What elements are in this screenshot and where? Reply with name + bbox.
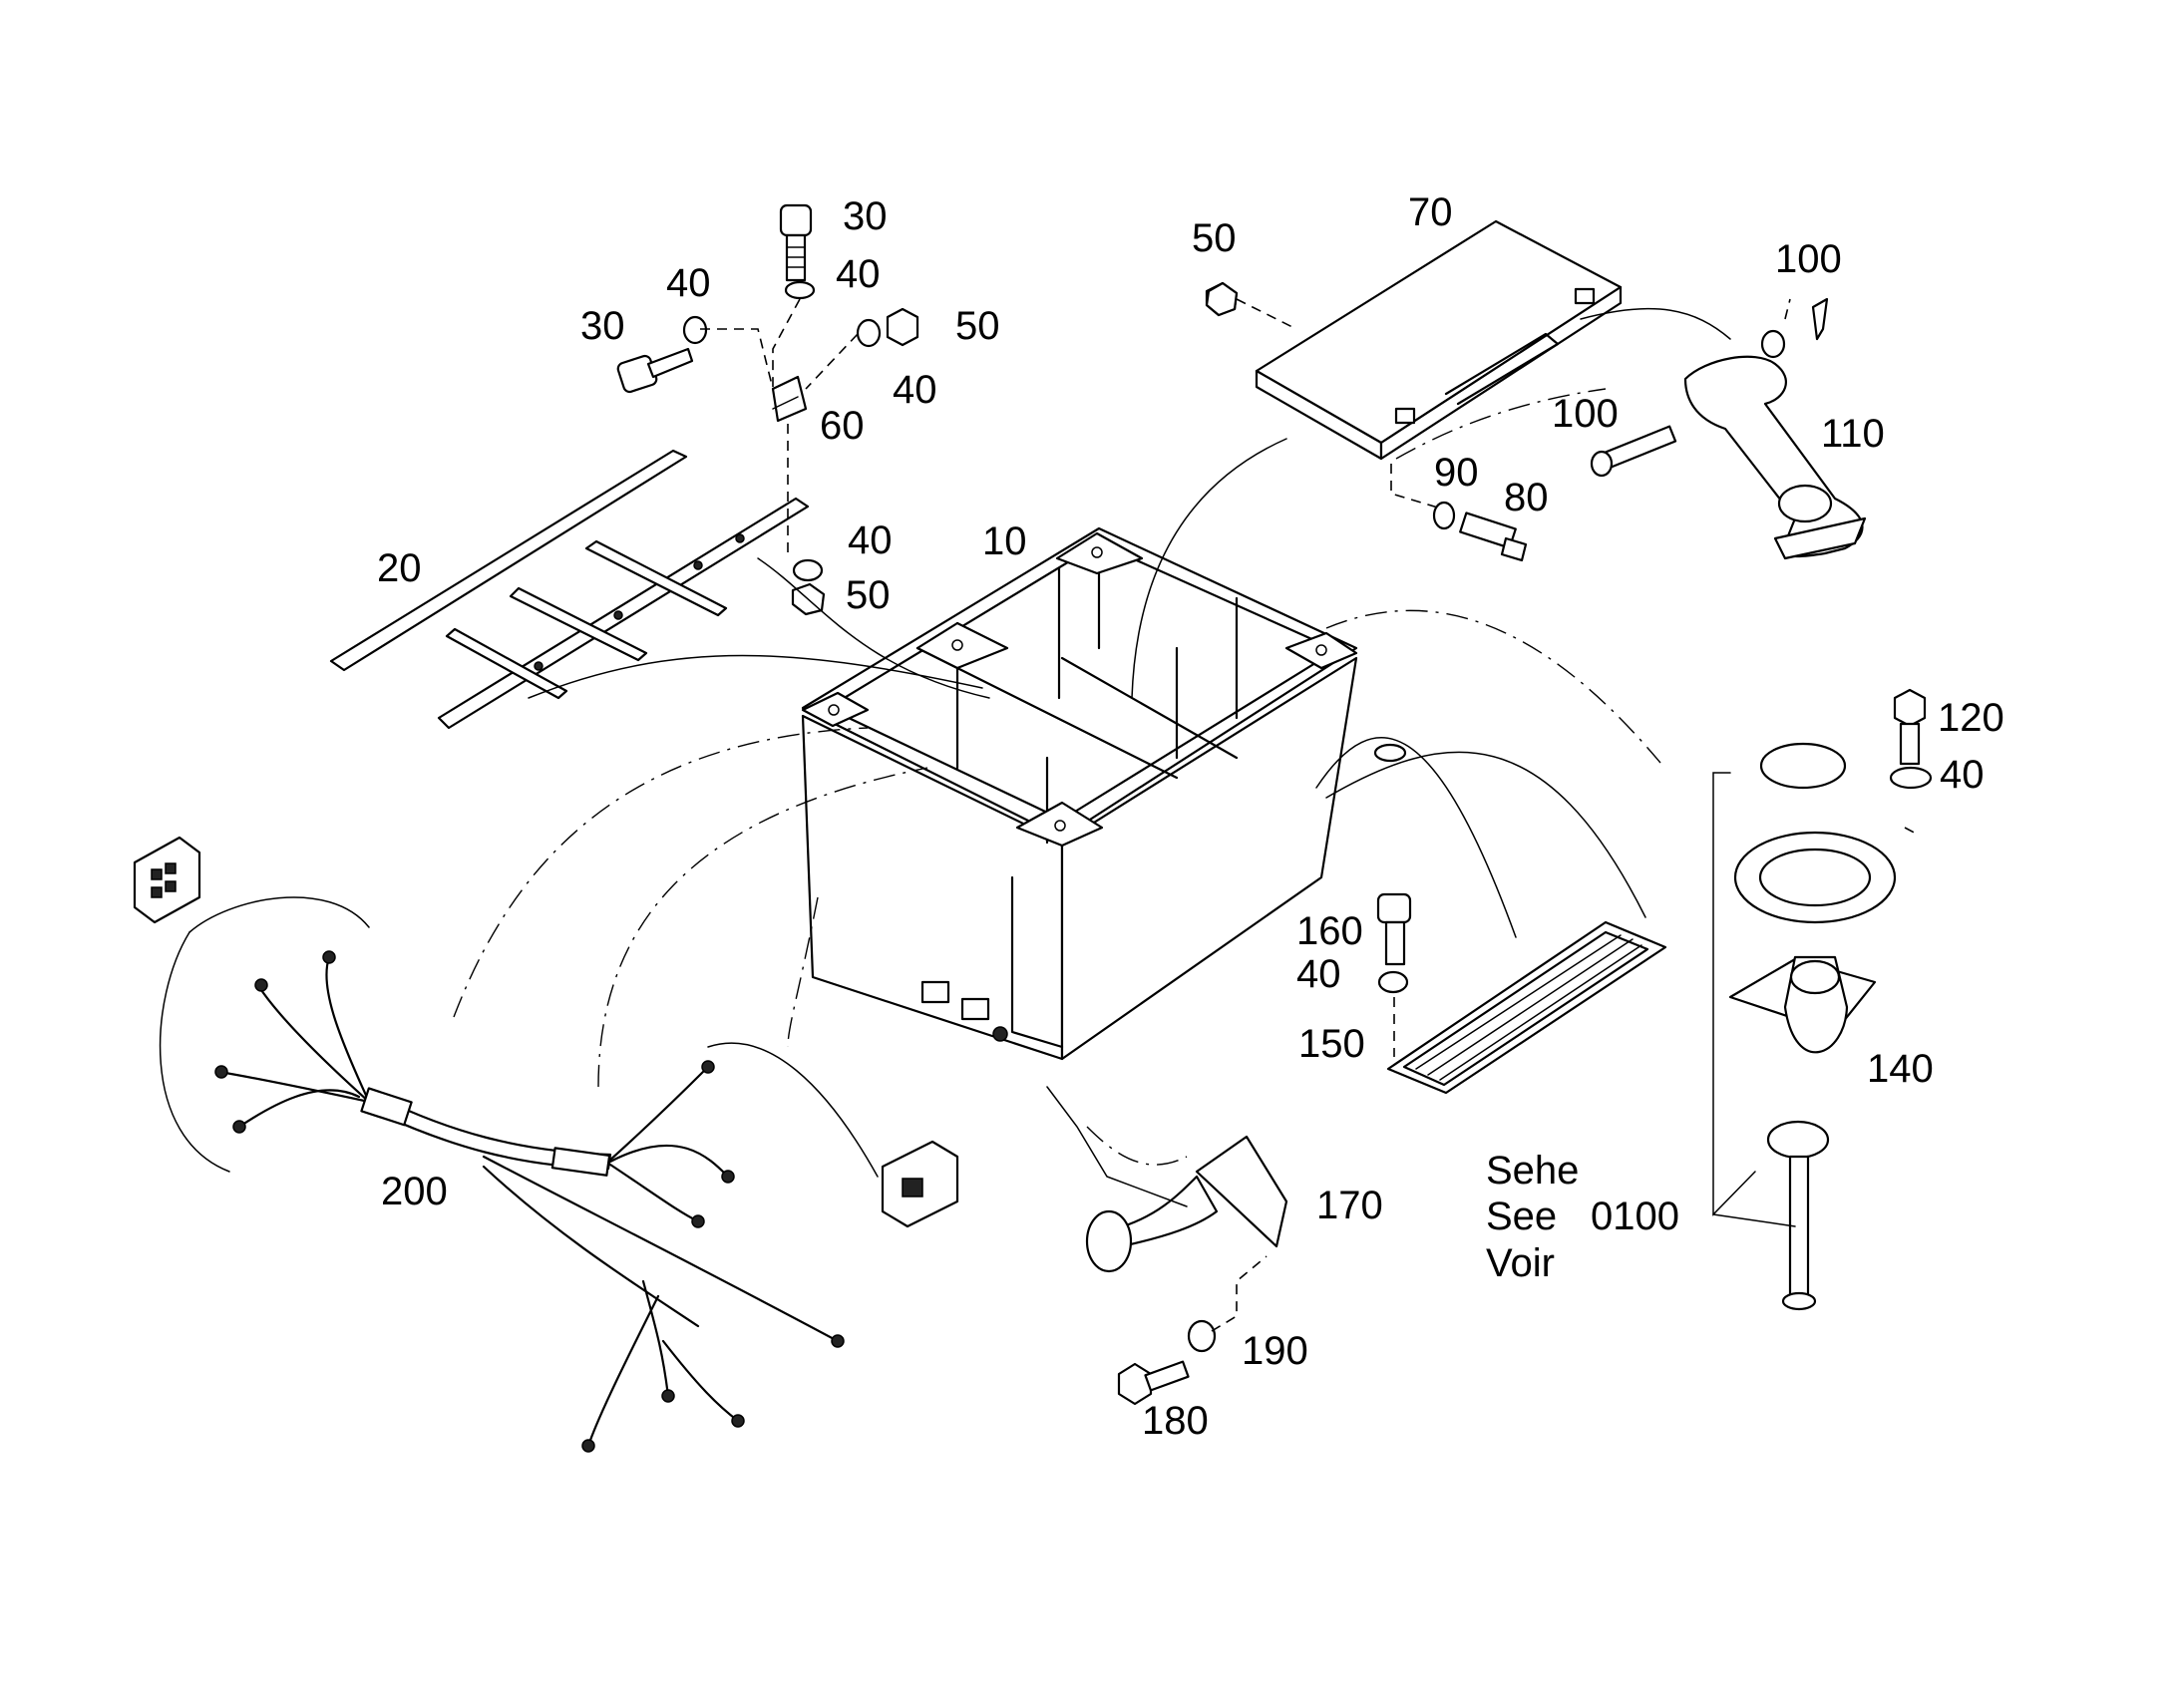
label-40-f: 40 xyxy=(1940,753,1985,797)
connector-plug-right xyxy=(881,1140,959,1228)
bolt-160 xyxy=(1376,892,1412,966)
label-20: 20 xyxy=(377,546,422,590)
label-30-upper: 30 xyxy=(843,194,888,238)
cotter-pin-100 xyxy=(1760,297,1829,359)
label-190: 190 xyxy=(1242,1329,1308,1373)
grating-150 xyxy=(1386,920,1667,1095)
wiring-harness-200 xyxy=(214,950,845,1453)
label-40-c: 40 xyxy=(893,368,937,412)
label-170: 170 xyxy=(1316,1184,1383,1227)
label-180: 180 xyxy=(1142,1399,1209,1443)
hardware-washers-40 xyxy=(682,280,1409,994)
bolt-180 xyxy=(1117,1360,1190,1406)
label-100-b: 100 xyxy=(1552,392,1619,436)
reference-line-see: See xyxy=(1486,1195,1557,1238)
label-10: 10 xyxy=(982,519,1027,563)
horn-170 xyxy=(1085,1135,1288,1273)
label-40-d: 40 xyxy=(848,518,893,562)
cross-reference-note: Sehe See Voir 0100 xyxy=(1486,1149,1679,1285)
label-60: 60 xyxy=(820,404,865,448)
label-30-left: 30 xyxy=(580,304,625,348)
bolt-80 xyxy=(1459,512,1528,562)
label-200: 200 xyxy=(381,1170,448,1213)
label-90: 90 xyxy=(1434,451,1479,495)
battery-box-10 xyxy=(801,526,1358,1061)
label-150: 150 xyxy=(1298,1022,1365,1066)
connector-plug-left xyxy=(133,836,201,924)
washer-190 xyxy=(1187,1319,1217,1353)
clip-60 xyxy=(771,375,808,423)
reference-number: 0100 xyxy=(1591,1195,1679,1238)
label-50-a: 50 xyxy=(955,304,1000,348)
label-100-a: 100 xyxy=(1775,237,1842,281)
frame-bracket-20 xyxy=(329,449,810,730)
part-labels: 10 20 30 30 40 40 40 40 40 40 50 50 50 6… xyxy=(377,190,2004,1443)
label-110: 110 xyxy=(1821,412,1885,456)
label-40-b: 40 xyxy=(836,252,881,296)
label-50-b: 50 xyxy=(846,573,891,617)
label-50-c: 50 xyxy=(1192,216,1237,260)
washer-90 xyxy=(1432,501,1456,530)
label-70: 70 xyxy=(1408,190,1453,234)
reference-line-sehe: Sehe xyxy=(1486,1149,1579,1193)
lid-70 xyxy=(1255,219,1623,461)
pin-100 xyxy=(1590,425,1677,478)
label-80: 80 xyxy=(1504,476,1549,519)
mount-140 xyxy=(1728,742,1897,1311)
label-40-e: 40 xyxy=(1296,952,1341,996)
bolt-120 xyxy=(1889,688,1933,790)
label-40-a: 40 xyxy=(666,261,711,305)
latch-110 xyxy=(1683,355,1867,560)
reference-line-voir: Voir xyxy=(1486,1241,1555,1285)
label-160: 160 xyxy=(1296,909,1363,953)
label-140: 140 xyxy=(1867,1047,1934,1091)
hardware-bolts-30 xyxy=(616,203,813,394)
label-120: 120 xyxy=(1938,696,2004,740)
